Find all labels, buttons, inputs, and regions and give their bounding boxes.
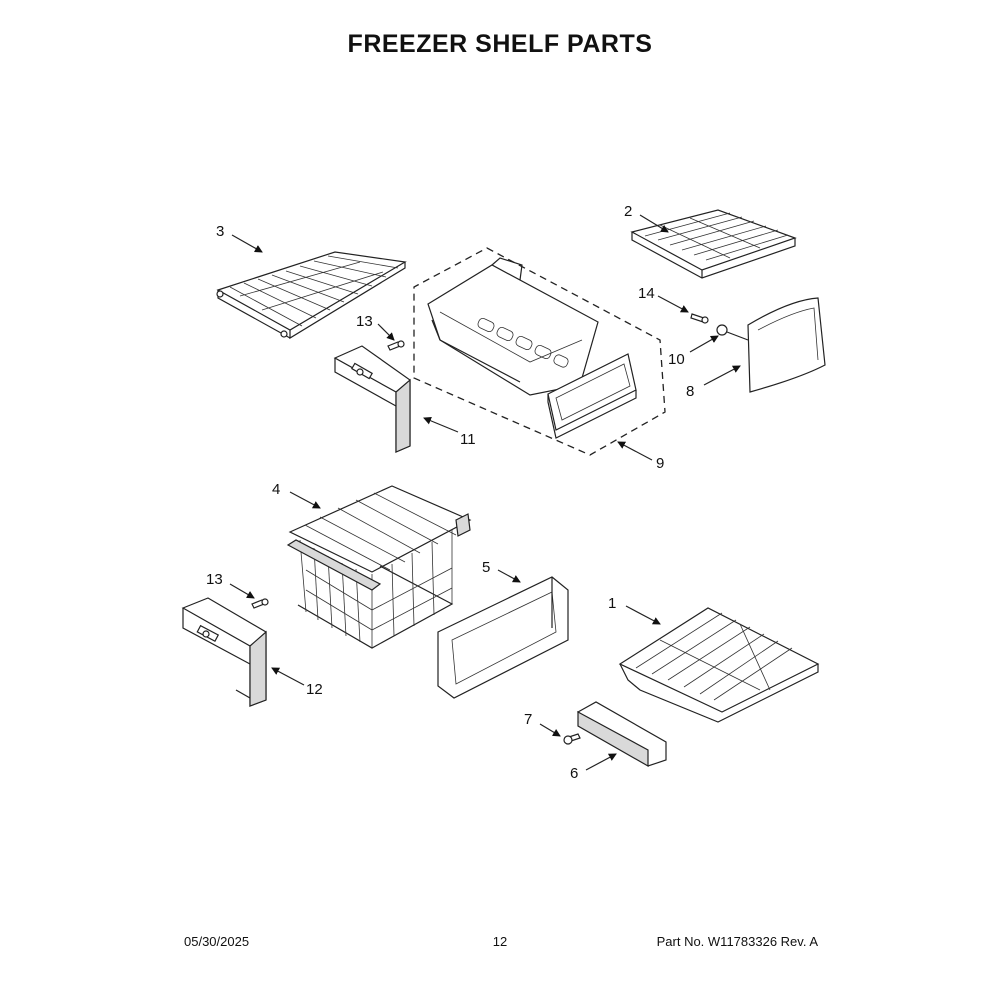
part-12-slide-bracket[interactable] (181, 597, 267, 707)
callout-9: 9 (656, 455, 664, 472)
callout-12: 12 (306, 681, 323, 698)
callout-arrows (229, 214, 741, 771)
callout-14: 14 (638, 285, 655, 302)
part-11-slide-bracket[interactable] (333, 345, 411, 453)
part-6-rail[interactable] (576, 701, 667, 768)
callout-4: 4 (272, 481, 280, 498)
callout-6: 6 (570, 765, 578, 782)
upper-drawer-bin[interactable] (427, 257, 599, 396)
callout-5: 5 (482, 559, 490, 576)
callout-13-upper: 13 (356, 313, 373, 330)
part-5-basket-front[interactable] (437, 576, 569, 699)
part-13-screw-lower[interactable] (251, 598, 269, 609)
upper-drawer-front-panel[interactable] (547, 353, 637, 439)
callout-11: 11 (460, 431, 476, 448)
part-9-drawer-assembly-outline (413, 247, 666, 456)
footer-date: 05/30/2025 (184, 934, 250, 949)
part-4-wire-basket[interactable] (286, 485, 472, 649)
page-title: FREEZER SHELF PARTS (347, 30, 653, 58)
part-3-wire-shelf[interactable] (216, 251, 407, 340)
part-2-wire-shelf[interactable] (630, 209, 797, 279)
callout-13-lower: 13 (206, 571, 223, 588)
callout-2: 2 (624, 203, 632, 220)
part-14-screw[interactable] (690, 313, 709, 324)
callout-1: 1 (608, 595, 616, 612)
part-8-drawer-front[interactable] (747, 297, 826, 393)
callout-7: 7 (524, 711, 532, 728)
part-10-spacer[interactable] (716, 324, 749, 341)
part-1-wire-shelf[interactable] (618, 607, 820, 723)
part-13-screw-upper[interactable] (387, 340, 405, 351)
footer-part-number: Part No. W11783326 Rev. A (656, 934, 818, 949)
part-7-screw[interactable] (563, 733, 581, 745)
callout-3: 3 (216, 223, 224, 240)
callout-10: 10 (668, 351, 685, 368)
footer-page-number: 12 (492, 934, 508, 949)
callout-8: 8 (686, 383, 694, 400)
